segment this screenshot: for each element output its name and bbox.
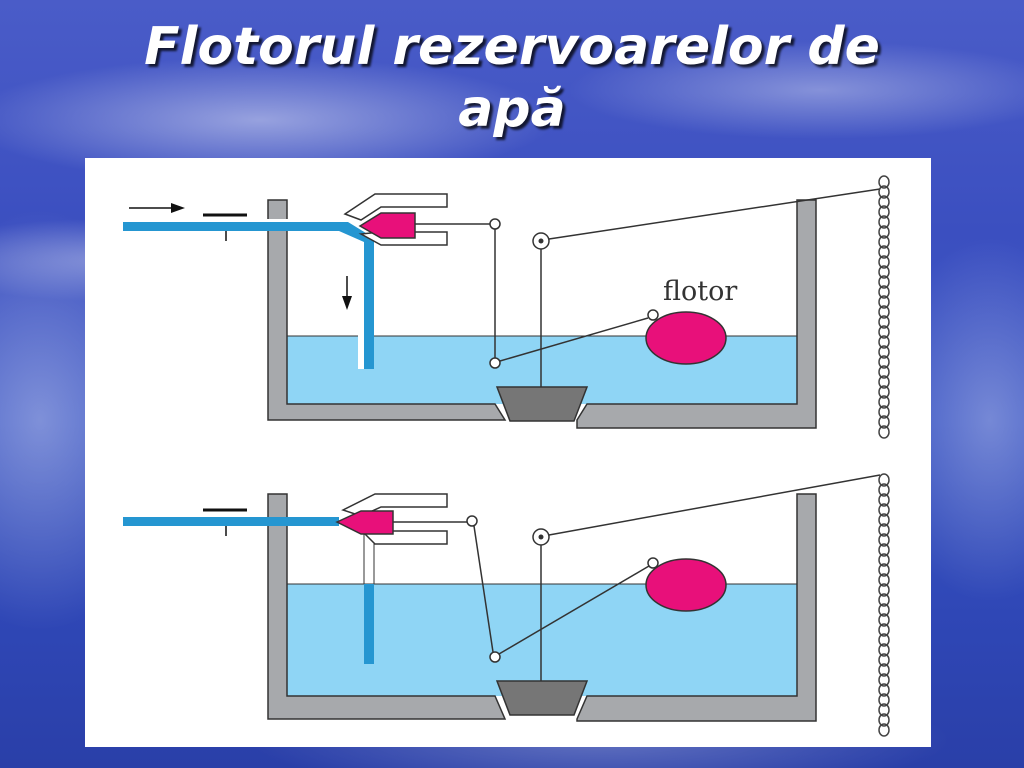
chain-link xyxy=(878,365,890,379)
float-valve-diagram: flotor xyxy=(123,175,890,737)
drain-plug-top xyxy=(495,386,589,422)
title-line-2: apă xyxy=(458,79,566,139)
linkage-top xyxy=(489,188,881,387)
chain-link xyxy=(878,473,890,487)
chain-link xyxy=(878,225,890,239)
inlet-pipe-horizontal-top xyxy=(123,222,339,231)
chain-link xyxy=(878,663,890,677)
inlet-pipe-top xyxy=(123,203,374,369)
tank-wall-top xyxy=(267,199,507,421)
chain-link xyxy=(878,195,890,209)
inlet-flow-arrowhead-top xyxy=(171,203,185,213)
slide-title: Flotorul rezervoarelor de apă xyxy=(0,16,1024,140)
tank-wall-bottom-right xyxy=(576,493,817,722)
chain-link xyxy=(878,185,890,199)
chain-link xyxy=(878,215,890,229)
chain-link xyxy=(878,415,890,429)
chain-link xyxy=(878,325,890,339)
chain-link xyxy=(878,305,890,319)
float-label: flotor xyxy=(663,276,737,307)
chain-link xyxy=(878,335,890,349)
chain-link xyxy=(878,643,890,657)
tank-wall-bottom xyxy=(267,493,507,720)
chain-link xyxy=(878,723,890,737)
chain-link xyxy=(878,573,890,587)
chain-link xyxy=(878,553,890,567)
chain-link xyxy=(878,395,890,409)
chain-link xyxy=(878,345,890,359)
drain-plug-bottom xyxy=(495,680,589,716)
chain-link xyxy=(878,543,890,557)
chain-link xyxy=(878,493,890,507)
chain-link xyxy=(878,563,890,577)
chain-link xyxy=(878,245,890,259)
chain-link xyxy=(878,405,890,419)
chain-link xyxy=(878,175,890,189)
title-line-1: Flotorul rezervoarelor de xyxy=(144,17,880,77)
valve-pivot-top xyxy=(489,218,501,230)
chain-link xyxy=(878,315,890,329)
valve-body-bottom xyxy=(335,493,478,545)
chain-link xyxy=(878,265,890,279)
chain-link xyxy=(878,385,890,399)
chain-link xyxy=(878,673,890,687)
lever-joint-bottom xyxy=(489,651,501,663)
chain-top xyxy=(878,175,890,439)
chain-link xyxy=(878,503,890,517)
inlet-pipe-bend-top xyxy=(339,222,374,369)
chain-link xyxy=(878,703,890,717)
chain-link xyxy=(878,523,890,537)
float-top xyxy=(645,311,727,365)
valve-pivot-bottom xyxy=(466,515,478,527)
chain-link xyxy=(878,513,890,527)
chain-link xyxy=(878,713,890,727)
water-bottom xyxy=(287,584,797,696)
chain-link xyxy=(878,275,890,289)
chain-link xyxy=(878,603,890,617)
chain-link xyxy=(878,583,890,597)
float-bottom xyxy=(645,558,727,612)
chain-link xyxy=(878,235,890,249)
chain-link xyxy=(878,375,890,389)
chain-link xyxy=(878,633,890,647)
outlet-flow-arrowhead-top xyxy=(342,296,352,310)
valve-plug-bottom xyxy=(335,510,394,535)
chain-link xyxy=(878,683,890,697)
chain-link xyxy=(878,295,890,309)
chain-link xyxy=(878,613,890,627)
chain-link xyxy=(878,285,890,299)
chain-link xyxy=(878,355,890,369)
chain-link xyxy=(878,533,890,547)
linkage-bottom xyxy=(473,474,881,681)
chain-link xyxy=(878,255,890,269)
chain-link xyxy=(878,483,890,497)
chain-bottom xyxy=(878,473,890,737)
lever-joint-top xyxy=(489,357,501,369)
chain-link xyxy=(878,653,890,667)
chain-link xyxy=(878,425,890,439)
chain-link xyxy=(878,623,890,637)
valve-body-top xyxy=(343,193,501,246)
chain-link xyxy=(878,205,890,219)
outlet-pipe-bottom xyxy=(364,584,374,664)
chain-link xyxy=(878,693,890,707)
inlet-pipe-horizontal-bottom xyxy=(123,517,339,526)
chain-link xyxy=(878,593,890,607)
valve-plug-top xyxy=(358,212,416,239)
diagram-panel: flotor xyxy=(85,158,931,747)
